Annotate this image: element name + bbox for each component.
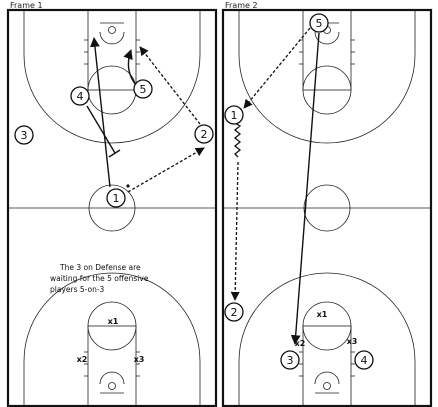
cut-arrow [90, 37, 111, 188]
screen-line [86, 105, 116, 154]
dribble-zigzag [233, 122, 242, 158]
player-2-f2: 2 [224, 302, 244, 322]
pass-arrow-1-2-f2 [230, 161, 240, 301]
player-1-f2: 1 [224, 105, 244, 125]
svg-text:5: 5 [140, 83, 147, 96]
pass-arrow-5-1 [243, 27, 311, 109]
player-4: 4 [70, 86, 90, 106]
frame-2-movement [230, 27, 320, 345]
player-5-f2: 5 [309, 13, 329, 33]
defense-note: The 3 on Defense are waiting for the 5 o… [50, 263, 149, 294]
pass-arrow-2-5 [139, 46, 201, 125]
pass-arrow-1-2 [127, 147, 205, 193]
svg-text:2: 2 [231, 306, 238, 319]
svg-text:3: 3 [21, 129, 28, 142]
player-3: 3 [14, 125, 34, 145]
defender-x2-f2: x2 [295, 339, 306, 348]
player-5: 5 [133, 79, 153, 99]
defender-x3: x3 [134, 355, 145, 364]
player-1: 1 [106, 188, 126, 208]
svg-text:3: 3 [287, 354, 294, 367]
svg-text:1: 1 [113, 192, 120, 205]
frame-1-movement [86, 37, 205, 193]
frame-2-court [221, 8, 433, 407]
player-2: 2 [194, 124, 214, 144]
curl-arrow [123, 49, 137, 86]
cut-arrow-5 [290, 32, 320, 345]
svg-text:1: 1 [231, 109, 238, 122]
svg-text:2: 2 [201, 128, 208, 141]
defender-x3-f2: x3 [347, 337, 358, 346]
frame-1-court [6, 8, 218, 407]
frame-2-label: Frame 2 [225, 1, 258, 10]
screen-tbar [108, 149, 121, 158]
svg-text:4: 4 [361, 354, 368, 367]
player-4-f2: 4 [354, 350, 374, 370]
defender-x1-f2: x1 [317, 310, 328, 319]
note-line-2: waiting for the 5 offensive [50, 274, 149, 283]
svg-text:4: 4 [77, 90, 84, 103]
frame-1-label: Frame 1 [10, 1, 43, 10]
defender-x1: x1 [108, 317, 119, 326]
note-line-3: players 5-on-3 [50, 285, 105, 294]
ball-dot [126, 184, 130, 188]
defender-x2: x2 [77, 355, 88, 364]
frame-1-players: 1 2 3 4 5 x1 x2 x3 [14, 79, 214, 364]
svg-text:5: 5 [316, 17, 323, 30]
frame-2-players: 5 1 2 3 4 x1 x2 x3 [224, 13, 374, 370]
note-line-1: The 3 on Defense are [59, 263, 141, 272]
player-3-f2: 3 [280, 350, 300, 370]
